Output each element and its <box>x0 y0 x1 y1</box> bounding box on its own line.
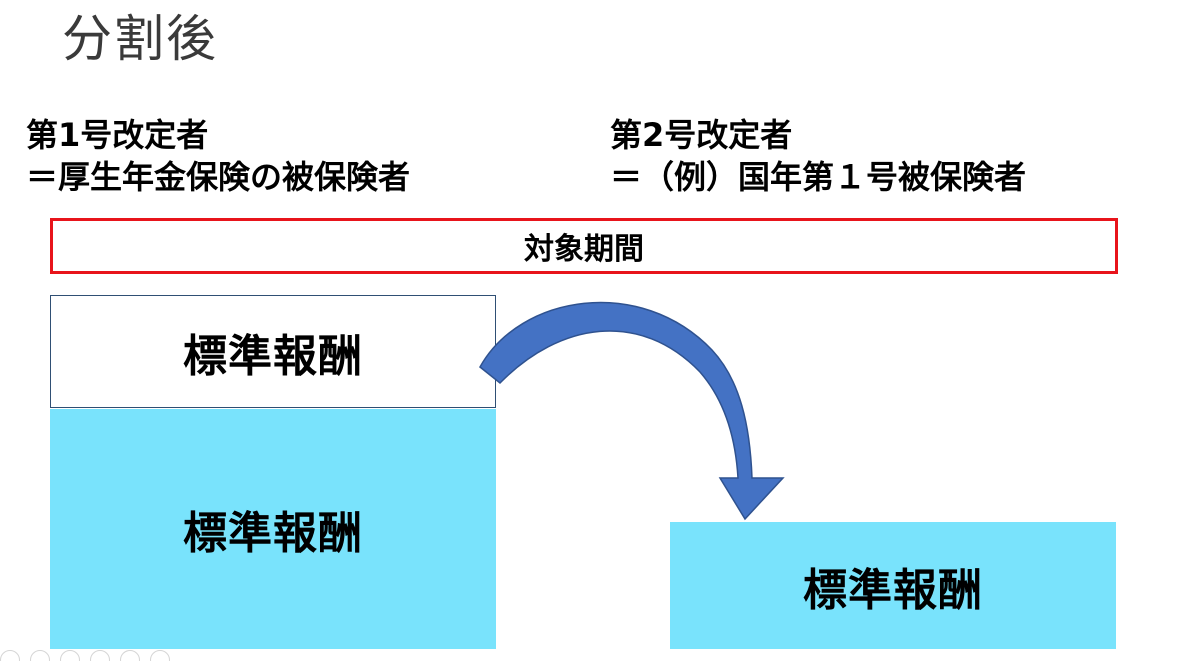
target-period-label: 対象期間 <box>524 232 644 267</box>
target-period-bar: 対象期間 <box>50 218 1118 274</box>
retained-remuneration-label: 標準報酬 <box>183 508 363 559</box>
first-party-description: ＝厚生年金保険の被保険者 <box>26 158 411 196</box>
presentation-toolbar <box>0 650 170 661</box>
transfer-arrow-shape <box>479 301 785 521</box>
received-remuneration-box: 標準報酬 <box>670 522 1116 649</box>
second-party-description: ＝（例）国年第１号被保険者 <box>610 158 1027 196</box>
slide-title: 分割後 <box>62 10 218 68</box>
toolbar-button[interactable] <box>30 650 50 661</box>
first-party-heading: 第1号改定者 <box>26 116 209 154</box>
toolbar-button[interactable] <box>60 650 80 661</box>
toolbar-button[interactable] <box>150 650 170 661</box>
received-remuneration-label: 標準報酬 <box>803 564 983 616</box>
second-revision-party: 第2号改定者 ＝（例）国年第１号被保険者 <box>610 114 1026 198</box>
first-revision-party: 第1号改定者 ＝厚生年金保険の被保険者 <box>26 114 410 198</box>
toolbar-button[interactable] <box>120 650 140 661</box>
toolbar-button[interactable] <box>90 650 110 661</box>
divided-remuneration-label: 標準報酬 <box>183 330 363 382</box>
retained-remuneration-box: 標準報酬 <box>50 409 496 649</box>
divided-remuneration-box: 標準報酬 <box>50 295 496 408</box>
second-party-heading: 第2号改定者 <box>610 116 793 154</box>
toolbar-button[interactable] <box>0 650 20 661</box>
